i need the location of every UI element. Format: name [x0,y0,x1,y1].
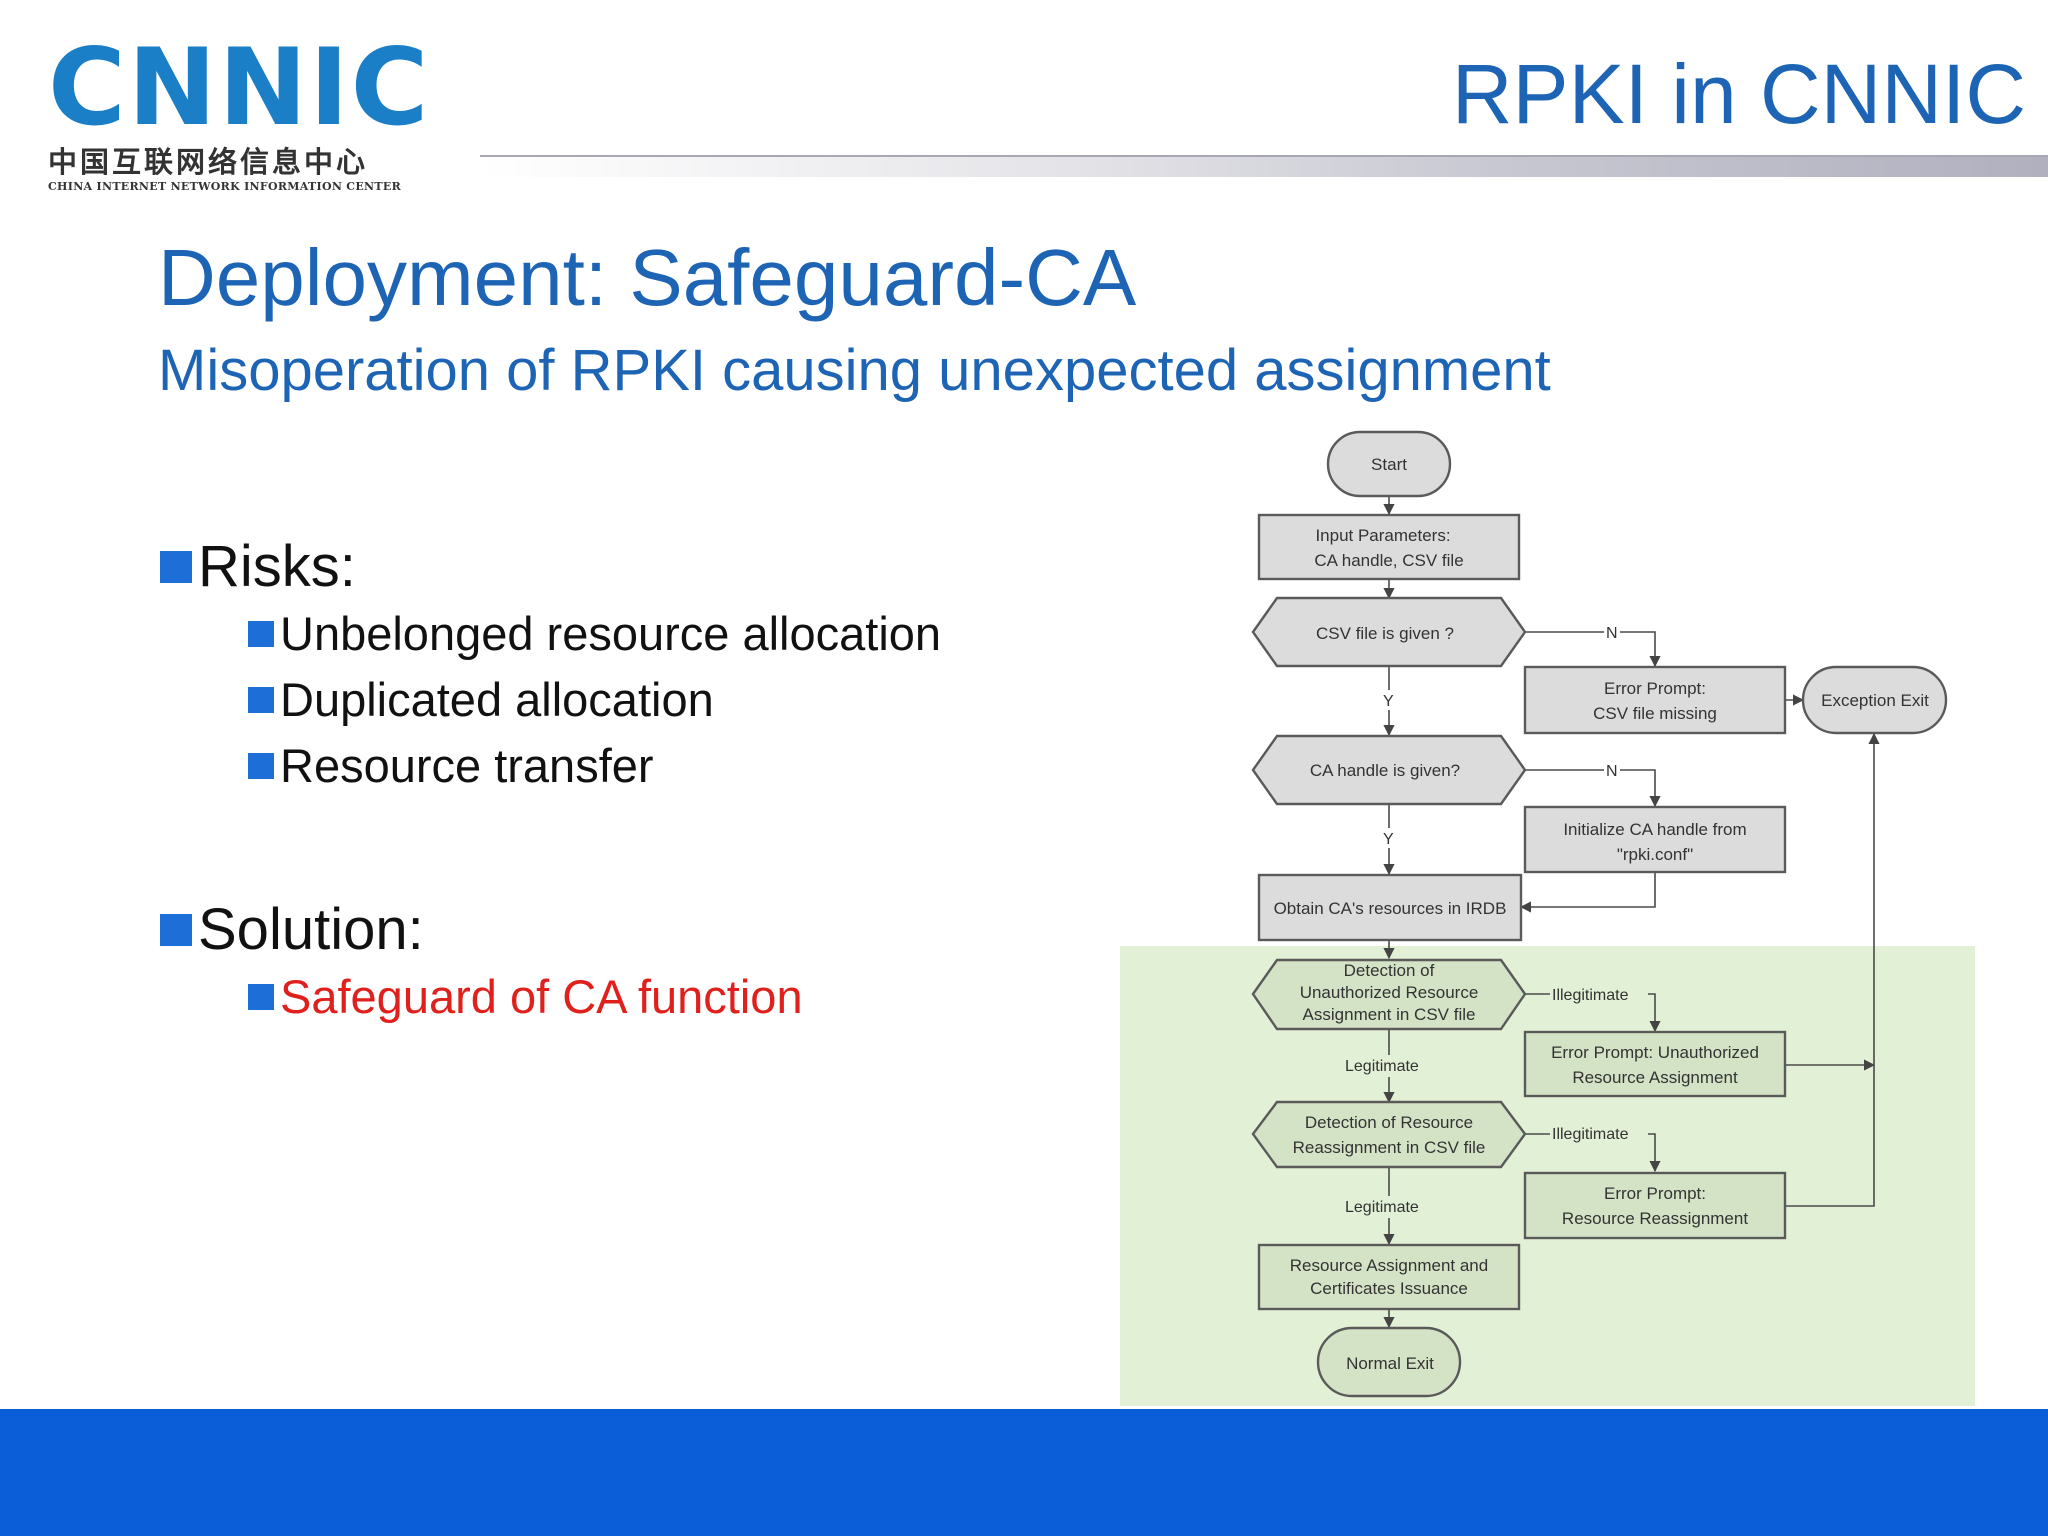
node-err-reassign-text: Error Prompt: [1604,1184,1706,1203]
edge-label-n: N [1606,763,1618,780]
edge-initca-obtain [1519,872,1656,913]
edge-label-n: N [1606,625,1618,642]
bullet-square-icon [160,913,192,946]
edge-label-y: Y [1383,831,1394,848]
node-detect-reassign-text: Reassignment in CSV file [1293,1138,1486,1157]
node-csv-given-text: CSV file is given ? [1316,624,1454,643]
edge-label-legitimate: Legitimate [1345,1058,1419,1075]
node-err-reassign-text: Resource Reassignment [1562,1209,1748,1228]
footer-bar [0,1409,2048,1536]
node-init-ca [1523,805,1787,874]
solution-section: Solution: Safeguard of CA function [160,895,803,1029]
node-err-csv-text: Error Prompt: [1604,679,1706,698]
node-detect-unauth-text: Detection of [1344,961,1435,980]
node-init-ca-text: Initialize CA handle from [1563,820,1746,839]
node-input-text: CA handle, CSV file [1314,551,1463,570]
risk-item-text: Duplicated allocation [280,673,714,726]
edge-label-bg [1604,622,1620,642]
edge-label-bg [1382,690,1396,710]
header-title: RPKI in CNNIC [1451,47,2026,141]
edge-label-bg [1550,1122,1648,1144]
risk-item: Resource transfer [248,734,941,798]
solution-item-text: Safeguard of CA function [280,970,803,1023]
node-ca-given-text: CA handle is given? [1310,761,1460,780]
node-ca-given [1251,734,1527,806]
node-exception-exit-text: Exception Exit [1821,691,1929,710]
node-init-ca-text: "rpki.conf" [1617,845,1693,864]
node-err-unauth-text: Error Prompt: Unauthorized [1551,1043,1759,1062]
bullet-square-icon [160,550,192,583]
node-err-reassignment [1523,1171,1787,1240]
solution-heading: Solution: [160,895,803,965]
logo-wordmark: CNNIC [48,26,431,149]
node-issuance-text: Resource Assignment and [1290,1256,1488,1275]
solution-item: Safeguard of CA function [248,965,803,1029]
edge-csvcheck-n [1525,631,1661,668]
header-divider [480,155,2048,177]
node-err-unauth-text: Resource Assignment [1572,1068,1738,1087]
node-input-text: Input Parameters: [1315,526,1450,545]
risks-section: Risks: Unbelonged resource allocation Du… [160,532,941,798]
risk-item: Unbelonged resource allocation [248,602,941,666]
bullet-square-icon [248,752,274,779]
edge-label-bg [1342,1055,1436,1077]
bullet-square-icon [248,983,274,1010]
node-start-text: Start [1371,455,1407,474]
node-err-csv-text: CSV file missing [1593,704,1717,723]
node-issuance-text: Certificates Issuance [1310,1279,1468,1298]
logo-chinese-name: 中国互联网络信息中心 [48,145,369,179]
node-normal-exit [1316,1326,1462,1398]
cnnic-logo: CNNIC 中国互联网络信息中心 CHINA INTERNET NETWORK … [48,26,438,194]
risk-item: Duplicated allocation [248,668,941,732]
edge-label-bg [1550,983,1648,1005]
node-issuance [1257,1243,1521,1311]
risks-heading: Risks: [160,532,941,602]
node-csv-given [1251,596,1527,668]
node-start [1326,430,1452,498]
solution-label: Solution: [198,897,424,962]
bullet-square-icon [248,620,274,647]
node-detect-reassign-text: Detection of Resource [1305,1113,1473,1132]
slide-title: Deployment: Safeguard-CA [158,233,1137,322]
node-exception-exit [1801,665,1948,735]
edge-cacheck-n [1525,769,1661,808]
risk-item-text: Unbelonged resource allocation [280,607,942,660]
slide-subtitle: Misoperation of RPKI causing unexpected … [158,338,1551,403]
node-detect-unauth-text: Assignment in CSV file [1303,1005,1476,1024]
edge-label-bg [1342,1196,1436,1218]
edge-label-bg [1382,828,1396,848]
edge-label-y: Y [1383,693,1394,710]
risk-item-text: Resource transfer [280,739,654,792]
edge-label-legitimate: Legitimate [1345,1199,1419,1216]
node-detect-reassignment [1251,1100,1527,1169]
edge-label-bg [1604,760,1620,780]
header-divider-line [480,155,2048,157]
bullet-square-icon [248,686,274,713]
node-normal-exit-text: Normal Exit [1346,1354,1434,1373]
node-err-unauthorized [1523,1030,1787,1098]
node-obtain-resources [1257,873,1523,942]
edge-errreassign-exception [1785,732,1880,1207]
node-input-params [1257,513,1521,581]
node-err-csv [1523,665,1787,735]
risks-label: Risks: [198,534,356,599]
node-detect-unauthorized [1251,958,1527,1031]
edge-label-illegitimate: Illegitimate [1552,1126,1629,1143]
edge-label-illegitimate: Illegitimate [1552,987,1629,1004]
logo-english-name: CHINA INTERNET NETWORK INFORMATION CENTE… [48,180,402,193]
node-obtain-text: Obtain CA's resources in IRDB [1274,899,1507,918]
node-detect-unauth-text: Unauthorized Resource [1300,983,1479,1002]
